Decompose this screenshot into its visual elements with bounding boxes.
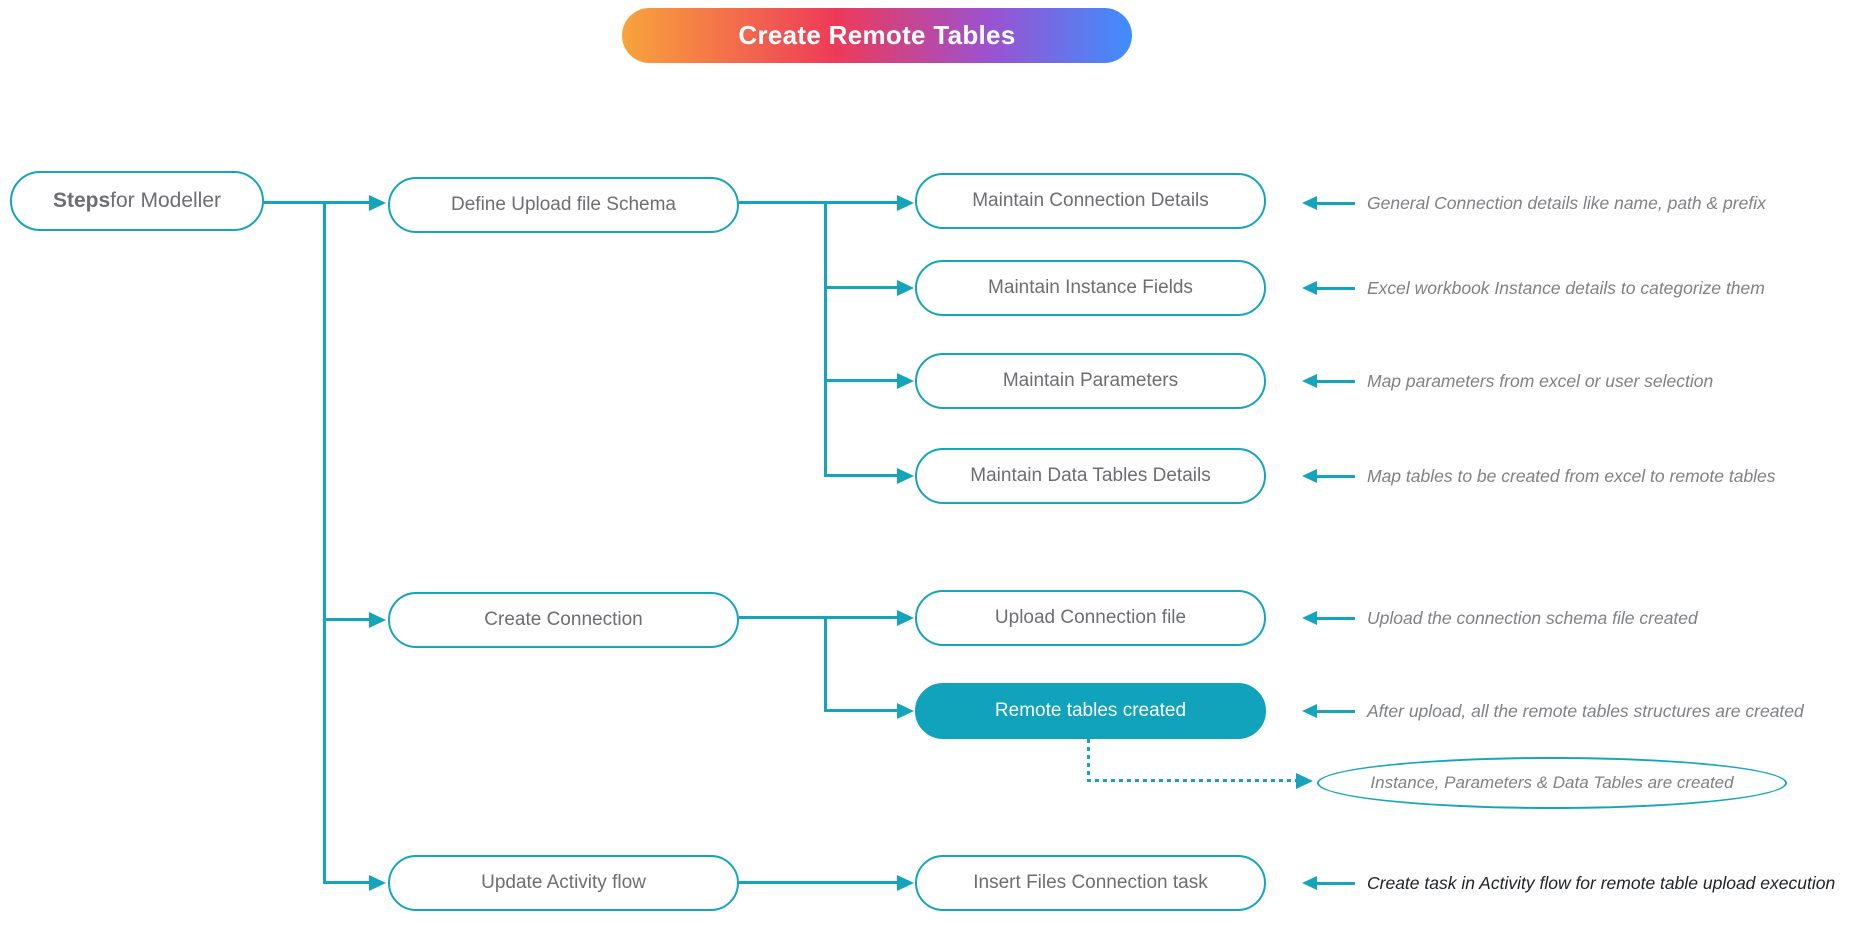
annotation-text: General Connection details like name, pa… [1367, 192, 1766, 213]
node-label: for Modeller [110, 189, 222, 212]
left-arrow-icon [1302, 704, 1355, 718]
connector-line [264, 201, 370, 204]
annotation-connection-details: General Connection details like name, pa… [1302, 190, 1766, 216]
node-instance-parameters-data-tables-created: Instance, Parameters & Data Tables are c… [1317, 757, 1787, 809]
node-label: Remote tables created [994, 700, 1187, 721]
connector-trunk [824, 203, 827, 476]
arrowhead-icon [1296, 773, 1313, 789]
annotation-upload-file: Upload the connection schema file create… [1302, 605, 1698, 631]
arrowhead-icon [369, 612, 386, 628]
annotation-text: Map tables to be created from excel to r… [1367, 465, 1776, 486]
dotted-connector-vertical [1087, 739, 1090, 781]
annotation-instance-fields: Excel workbook Instance details to categ… [1302, 275, 1765, 301]
annotation-data-tables: Map tables to be created from excel to r… [1302, 463, 1776, 489]
arrowhead-icon [897, 195, 914, 211]
connector-line [323, 881, 370, 884]
node-upload-connection-file: Upload Connection file [915, 590, 1266, 646]
left-arrow-icon [1302, 469, 1355, 483]
left-arrow-icon [1302, 611, 1355, 625]
node-label: Insert Files Connection task [973, 872, 1208, 893]
annotation-text: Map parameters from excel or user select… [1367, 370, 1714, 391]
node-define-upload-file-schema: Define Upload file Schema [388, 177, 739, 233]
node-label: Maintain Parameters [1002, 370, 1179, 391]
annotation-text: Excel workbook Instance details to categ… [1367, 277, 1765, 298]
node-maintain-connection-details: Maintain Connection Details [915, 173, 1266, 229]
connector-line [824, 474, 897, 477]
node-remote-tables-created: Remote tables created [915, 683, 1266, 739]
left-arrow-icon [1302, 281, 1355, 295]
node-steps-for-modeller: Steps for Modeller [10, 171, 264, 231]
left-arrow-icon [1302, 196, 1355, 210]
node-maintain-data-tables-details: Maintain Data Tables Details [915, 448, 1266, 504]
node-maintain-instance-fields: Maintain Instance Fields [915, 260, 1266, 316]
annotation-text: After upload, all the remote tables stru… [1367, 700, 1804, 721]
connector-line [739, 201, 897, 204]
left-arrow-icon [1302, 374, 1355, 388]
node-maintain-parameters: Maintain Parameters [915, 353, 1266, 409]
connector-trunk [323, 203, 326, 883]
node-label: Maintain Data Tables Details [970, 465, 1211, 486]
arrowhead-icon [897, 610, 914, 626]
node-label: Instance, Parameters & Data Tables are c… [1370, 773, 1734, 792]
arrowhead-icon [897, 703, 914, 719]
title-banner: Create Remote Tables [622, 8, 1132, 63]
title-text: Create Remote Tables [738, 20, 1016, 50]
connector-line [824, 286, 897, 289]
node-label: Maintain Connection Details [972, 190, 1209, 211]
connector-trunk [824, 618, 827, 711]
node-create-connection: Create Connection [388, 592, 739, 648]
arrowhead-icon [897, 468, 914, 484]
node-label: Update Activity flow [481, 872, 646, 893]
arrowhead-icon [369, 195, 386, 211]
connector-line [824, 379, 897, 382]
connector-line [824, 709, 897, 712]
node-update-activity-flow: Update Activity flow [388, 855, 739, 911]
annotation-text: Upload the connection schema file create… [1367, 607, 1698, 628]
node-label: Maintain Instance Fields [988, 277, 1193, 298]
node-label: Create Connection [484, 609, 643, 630]
dotted-connector-horizontal [1087, 779, 1296, 782]
annotation-activity-flow-task: Create task in Activity flow for remote … [1302, 870, 1835, 896]
left-arrow-icon [1302, 876, 1355, 890]
arrowhead-icon [897, 373, 914, 389]
annotation-parameters: Map parameters from excel or user select… [1302, 368, 1713, 394]
node-label: Upload Connection file [994, 607, 1187, 628]
node-label-bold: Steps [52, 189, 111, 212]
node-label: Define Upload file Schema [451, 194, 676, 215]
arrowhead-icon [897, 280, 914, 296]
annotation-remote-tables: After upload, all the remote tables stru… [1302, 698, 1804, 724]
arrowhead-icon [369, 875, 386, 891]
annotation-text: Create task in Activity flow for remote … [1367, 872, 1836, 893]
connector-line [739, 616, 897, 619]
arrowhead-icon [897, 875, 914, 891]
connector-line [323, 618, 370, 621]
node-insert-files-connection-task: Insert Files Connection task [915, 855, 1266, 911]
connector-line [739, 881, 897, 884]
